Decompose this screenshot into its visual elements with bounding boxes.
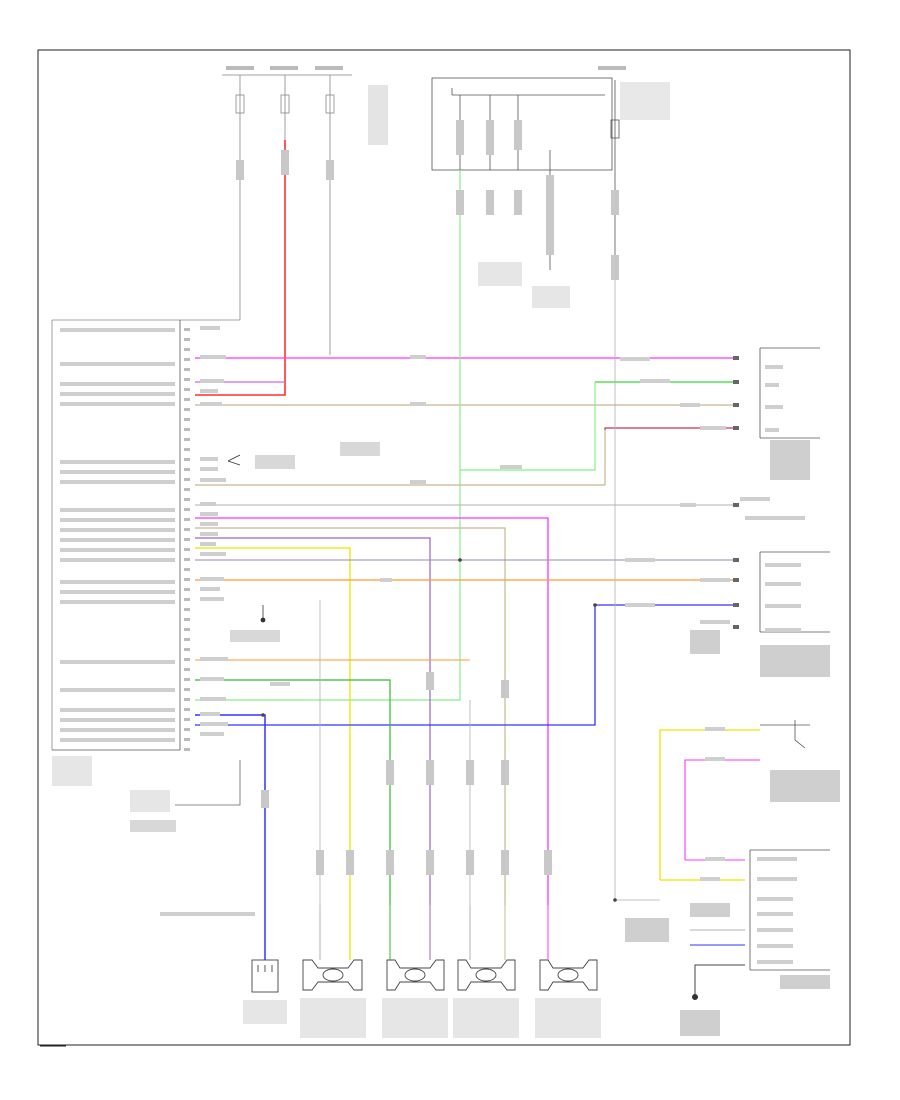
wire-black-lr [694, 964, 745, 995]
sensor-leads [319, 905, 549, 960]
ground-symbol-top-right [227, 454, 241, 466]
instrument-cluster-connector [759, 347, 820, 439]
lower-right-labels [625, 727, 840, 1036]
wire-light-green-h [460, 382, 596, 471]
splice-dots [261, 558, 617, 902]
wire-blue [195, 604, 735, 726]
wire-yellow-down [195, 547, 351, 905]
wire-magenta-down [195, 517, 549, 905]
headlamp-module-labels [478, 66, 670, 308]
left-rear-outer-sensor-label [382, 998, 448, 1038]
pcm-fuse-left [51, 74, 352, 750]
steering-module-labels [690, 563, 830, 677]
wire-light-green-v [195, 170, 461, 701]
wire-red [195, 140, 286, 396]
left-rear-outer-sensor [386, 959, 445, 991]
connector-pins [733, 356, 739, 629]
wire-yellow-right [659, 729, 760, 880]
park-aid-module-pin-labels [60, 328, 175, 742]
left-front-sensor [251, 959, 279, 993]
lower-right-module [749, 849, 830, 971]
sensor-wire-labels [236, 150, 619, 875]
left-rear-inner-sensor-label [453, 998, 519, 1038]
wire-tan-mid [195, 430, 606, 486]
wire-purple-down [195, 537, 431, 905]
right-rear-sensor [302, 959, 363, 991]
mid-area-labels [130, 442, 380, 832]
wire-magenta-right [684, 759, 760, 860]
diagram-frame [37, 49, 851, 1046]
wire-darkred-row [604, 427, 735, 430]
wire-green-down [195, 679, 391, 905]
pin-numbers [184, 328, 190, 751]
right-rear-inner-sensor-label [535, 998, 601, 1038]
left-front-sensor-label [243, 1000, 287, 1024]
wire-color-labels [200, 326, 730, 736]
wire-blue-down [195, 714, 266, 930]
wire-gray-right-v [614, 270, 660, 901]
right-rear-inner-sensor [539, 959, 598, 991]
connector-pin-labels-right [740, 365, 810, 520]
park-aid-module [52, 320, 181, 812]
module-pin-labels-top [456, 120, 554, 255]
left-front-sensor-name [160, 912, 255, 916]
ground-symbol-mid [260, 605, 266, 623]
right-rear-sensor-label [300, 998, 366, 1038]
fuse-labels-left [226, 66, 388, 145]
left-rear-inner-sensor [457, 959, 516, 991]
ground-symbol-bottom [692, 994, 698, 1000]
ground-wire-left [175, 760, 241, 806]
brake-switch [760, 720, 810, 749]
